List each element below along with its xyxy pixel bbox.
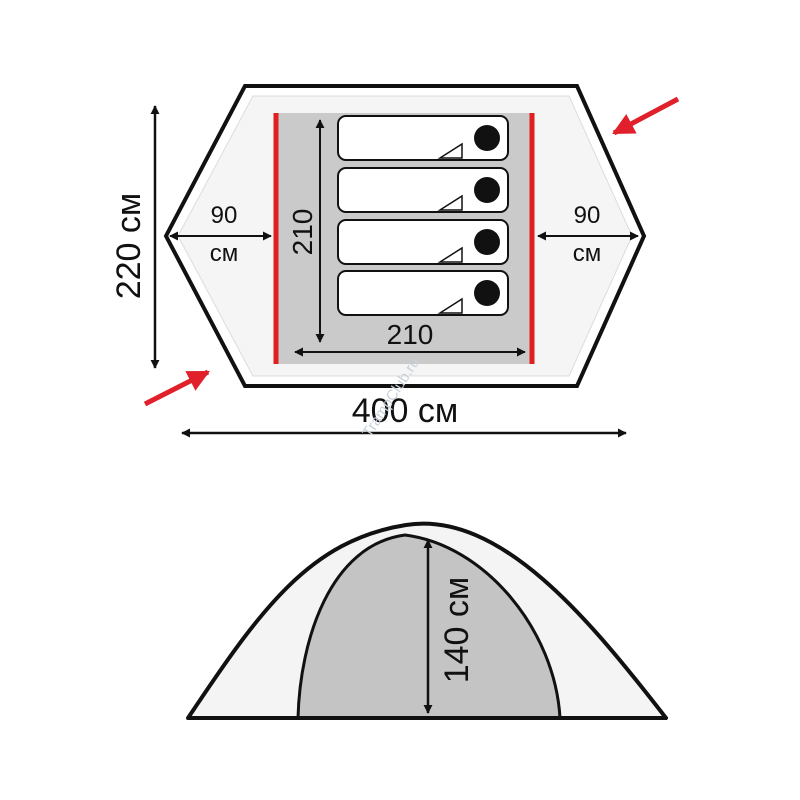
top-view: 210 210 90 см 90 см 220 см 400 см TrampC… (110, 84, 680, 440)
sleeping-bag (337, 115, 509, 161)
inner-length-label: 210 (287, 209, 318, 256)
entrance-arrow-right (612, 96, 680, 136)
sleeping-bag (337, 167, 509, 213)
total-length-label: 400 см (352, 392, 459, 430)
entrance-arrow-left (143, 369, 210, 407)
sleeping-bag (337, 219, 509, 265)
sleeping-bag (337, 270, 509, 316)
total-width-label: 220 см (110, 193, 148, 300)
vestibule-left-unit: см (210, 240, 239, 267)
vestibule-left-value: 90 (211, 202, 238, 229)
vestibule-right-value: 90 (574, 202, 601, 229)
height-label: 140 см (438, 577, 476, 684)
side-view: 140 см (186, 521, 668, 720)
sleeping-bags (337, 115, 509, 316)
inner-width-label: 210 (387, 319, 434, 350)
vestibule-right-unit: см (573, 240, 602, 267)
